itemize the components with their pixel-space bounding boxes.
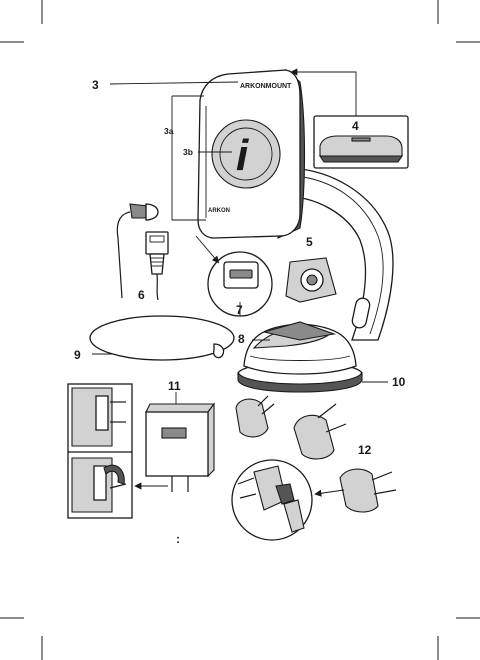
callout-11: 11 — [168, 379, 181, 393]
usb-cable — [117, 204, 168, 300]
callout-3a: 3a — [164, 126, 174, 136]
brand-bottom-text: ARKON — [208, 208, 230, 214]
usb-wall-charger — [146, 404, 214, 492]
adhesive-plate — [286, 258, 336, 302]
svg-text:i: i — [236, 131, 249, 180]
callout-7: 7 — [236, 303, 243, 317]
callout-3: 3 — [92, 78, 99, 92]
phone-holder: i ARKONMOUNT ARKON — [198, 70, 305, 238]
callout-4: 4 — [352, 119, 359, 133]
suction-base — [238, 322, 362, 392]
wall-charger-detail-box — [68, 384, 132, 518]
callout-6: 6 — [138, 288, 145, 302]
callout-10: 10 — [392, 375, 406, 389]
adapter-attach-circle — [232, 460, 312, 540]
callout-8: 8 — [238, 332, 245, 346]
callout-12: 12 — [358, 443, 372, 457]
callout-5: 5 — [306, 235, 313, 249]
footnote-colon: : — [176, 532, 180, 546]
dashboard-disc — [90, 316, 234, 360]
detail-4-box — [314, 116, 408, 168]
callout-3b: 3b — [183, 147, 193, 157]
brand-top-text: ARKONMOUNT — [240, 83, 292, 90]
callout-9: 9 — [74, 348, 81, 362]
